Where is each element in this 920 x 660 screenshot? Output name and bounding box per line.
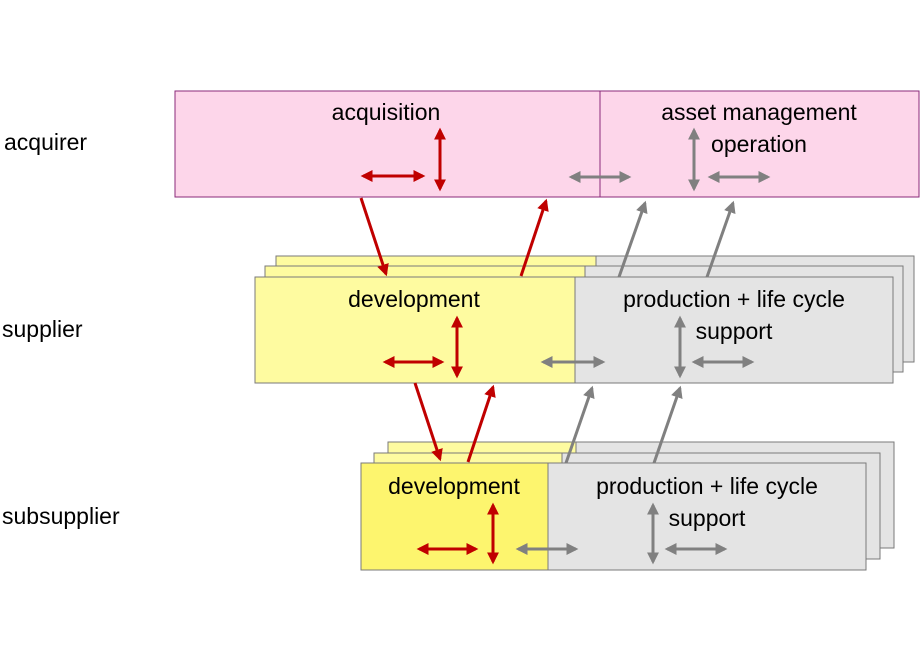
supplier-production-label: production + life cycle <box>623 286 845 312</box>
supplier-prod-to-asset-arrow-1 <box>617 200 648 278</box>
subsupplier-production-label: production + life cycle <box>596 473 818 499</box>
sub-to-supplier-arrow <box>466 384 496 463</box>
supplier-prod-to-asset-arrow-2 <box>705 200 736 278</box>
supplier-level: development production + life cycle supp… <box>254 255 915 384</box>
acquisition-label: acquisition <box>332 99 441 125</box>
operation-label: operation <box>711 131 807 157</box>
row-label-subsupplier: subsupplier <box>2 503 120 529</box>
subsupplier-support-label: support <box>669 505 746 531</box>
sub-prod-to-supplier-arrow-2 <box>652 385 683 464</box>
supplier-development-label: development <box>348 286 480 312</box>
asset-management-label: asset management <box>661 99 857 125</box>
supplier-to-sub-arrow <box>413 382 443 462</box>
row-label-acquirer: acquirer <box>4 129 87 155</box>
row-label-supplier: supplier <box>2 316 83 342</box>
red-arrows <box>359 127 549 565</box>
gray-arrows <box>515 127 771 565</box>
subsupplier-development-label: development <box>388 473 520 499</box>
supplier-support-label: support <box>696 318 773 344</box>
supplier-to-acq-arrow <box>519 198 549 277</box>
subsupplier-level: development production + life cycle supp… <box>360 441 895 571</box>
sub-prod-to-supplier-arrow-1 <box>564 385 595 464</box>
acquirer-level: acquisition asset management operation <box>174 90 920 198</box>
acq-to-supplier-arrow <box>359 197 389 277</box>
